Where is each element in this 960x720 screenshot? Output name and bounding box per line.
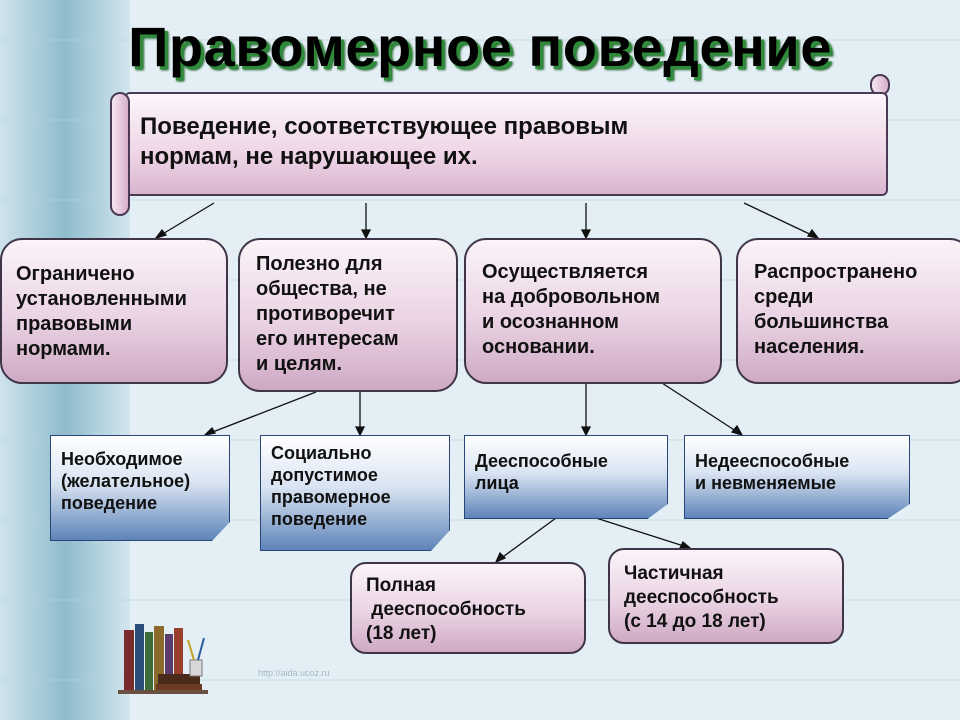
subject-line: Недееспособные bbox=[695, 451, 850, 471]
capacity-line: Полная bbox=[366, 575, 436, 596]
arrow-f2-t1 bbox=[204, 391, 317, 436]
type-line: Социально bbox=[271, 443, 372, 463]
feature-line: нормами. bbox=[16, 338, 111, 360]
feature-line: Распространено bbox=[754, 261, 918, 283]
feature-line: и осознанном bbox=[482, 311, 619, 333]
type-line: Необходимое bbox=[61, 449, 183, 469]
arrow-def-f4 bbox=[743, 202, 819, 239]
type-line: поведение bbox=[61, 493, 158, 513]
feature-line: установленными bbox=[16, 288, 187, 310]
feature-line: общества, не bbox=[256, 278, 387, 300]
capacity-line: дееспособность bbox=[366, 599, 526, 620]
type-line: правомерное bbox=[271, 487, 391, 507]
capacity-line: дееспособность bbox=[624, 587, 779, 608]
subject-line: лица bbox=[475, 473, 519, 493]
feature-box-limited: Ограничено установленными правовыми норм… bbox=[0, 238, 228, 384]
capacity-box-full: Полная дееспособность (18 лет) bbox=[350, 562, 586, 654]
feature-box-widespread: Распространено среди большинства населен… bbox=[736, 238, 960, 384]
arrow-s1-c1 bbox=[495, 517, 557, 563]
feature-line: среди bbox=[754, 286, 814, 308]
feature-line: противоречит bbox=[256, 303, 395, 325]
type-box-necessary: Необходимое (желательное) поведение bbox=[50, 435, 230, 541]
feature-line: Полезно для bbox=[256, 253, 383, 275]
feature-line: Осуществляется bbox=[482, 261, 649, 283]
feature-box-voluntary: Осуществляется на добровольном и осознан… bbox=[464, 238, 722, 384]
books-icon bbox=[118, 624, 208, 694]
feature-line: на добровольном bbox=[482, 286, 661, 308]
definition-line: нормам, не нарушающее их. bbox=[140, 143, 478, 170]
feature-line: основании. bbox=[482, 336, 595, 358]
capacity-line: Частичная bbox=[624, 563, 724, 584]
scroll-curl-left bbox=[110, 92, 130, 216]
watermark: http://aida.ucoz.ru bbox=[258, 668, 330, 678]
capacity-line: (18 лет) bbox=[366, 623, 437, 644]
feature-line: правовыми bbox=[16, 313, 133, 335]
feature-line: и целям. bbox=[256, 353, 342, 375]
definition-scroll bbox=[124, 92, 888, 196]
definition-text: Поведение, соответствующее правовым норм… bbox=[140, 112, 860, 172]
feature-line: его интересам bbox=[256, 328, 399, 350]
arrow-f3-s2 bbox=[661, 382, 743, 436]
feature-box-useful: Полезно для общества, не противоречит ег… bbox=[238, 238, 458, 392]
arrow-def-f1 bbox=[155, 202, 215, 239]
type-line: (желательное) bbox=[61, 471, 191, 491]
feature-line: Ограничено bbox=[16, 263, 135, 285]
feature-line: большинства bbox=[754, 311, 889, 333]
definition-line: Поведение, соответствующее правовым bbox=[140, 113, 629, 140]
subject-line: и невменяемые bbox=[695, 473, 836, 493]
capacity-box-partial: Частичная дееспособность (с 14 до 18 лет… bbox=[608, 548, 844, 644]
type-box-permissible: Социально допустимое правомерное поведен… bbox=[260, 435, 450, 551]
type-line: поведение bbox=[271, 509, 368, 529]
type-line: допустимое bbox=[271, 465, 378, 485]
subject-box-incapable: Недееспособные и невменяемые bbox=[684, 435, 910, 519]
feature-line: населения. bbox=[754, 336, 865, 358]
subject-line: Дееспособные bbox=[475, 451, 608, 471]
arrow-s1-c2 bbox=[595, 517, 691, 549]
page-title: Правомерное поведение bbox=[128, 15, 832, 78]
capacity-line: (с 14 до 18 лет) bbox=[624, 611, 766, 632]
subject-box-capable: Дееспособные лица bbox=[464, 435, 668, 519]
